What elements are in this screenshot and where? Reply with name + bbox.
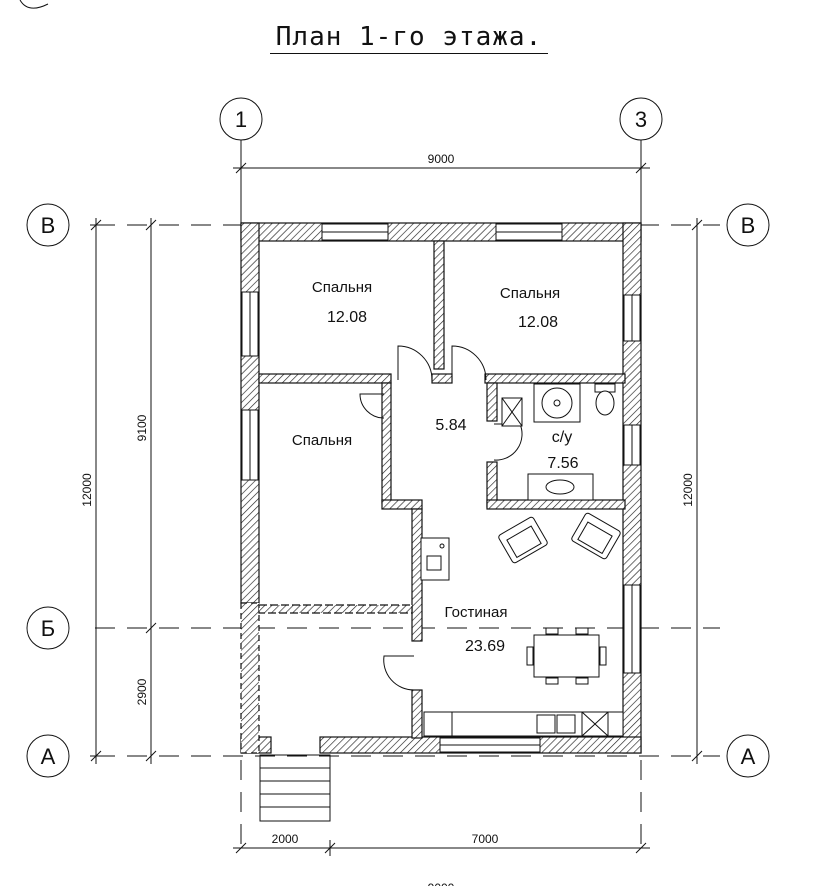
dim-right-outer: 12000 <box>681 473 695 507</box>
axis-label-v-left: В <box>41 213 56 238</box>
bathroom-fixtures <box>501 383 616 501</box>
corner-arc <box>19 0 49 9</box>
axis-label-b-left: Б <box>41 616 55 641</box>
armchairs <box>498 512 621 564</box>
axis-bubble-b-left: Б <box>26 606 70 650</box>
axis-bubble-v-right: В <box>726 203 770 247</box>
interior-walls <box>258 240 626 739</box>
dim-top-total: 9000 <box>428 152 455 166</box>
dimension-top: 9000 <box>233 152 650 174</box>
bedroom-1-area: 12.08 <box>327 309 367 326</box>
axis-bubble-a-right: А <box>726 734 770 778</box>
dim-left-lower: 2900 <box>135 678 149 705</box>
axis-bubble-3: 3 <box>619 97 663 141</box>
plan-title: План 1-го этажа. <box>0 22 818 54</box>
bedroom-2-name: Спальня <box>500 285 560 302</box>
dimension-bottom: 2000 7000 9000 <box>233 832 650 886</box>
axis-bubble-1: 1 <box>219 97 263 141</box>
kitchen-counter <box>423 711 624 737</box>
stove <box>420 537 450 581</box>
axis-label-v-right: В <box>741 213 756 238</box>
axis-label-a-right: А <box>741 744 756 769</box>
dimension-left-inner: 9100 2900 <box>135 218 157 764</box>
dimension-right: 12000 <box>681 218 703 764</box>
dimension-left-outer: 12000 <box>80 218 106 764</box>
windows <box>241 223 641 753</box>
bedroom-3-name: Спальня <box>292 432 352 449</box>
hall-area: 5.84 <box>435 417 466 434</box>
dim-bottom-right: 7000 <box>472 832 499 846</box>
dim-left-outer: 12000 <box>80 473 94 507</box>
dining-table <box>526 627 607 685</box>
axis-bubble-a-left: А <box>26 734 70 778</box>
axis-label-1: 1 <box>235 107 247 132</box>
dim-bottom-left: 2000 <box>272 832 299 846</box>
axis-label-3: 3 <box>635 107 647 132</box>
dim-left-upper: 9100 <box>135 414 149 441</box>
entrance-steps <box>259 754 331 822</box>
bedroom-1-name: Спальня <box>312 279 372 296</box>
axis-label-a-left: А <box>41 744 56 769</box>
bathroom-area: 7.56 <box>547 455 578 472</box>
bathroom-name: с/у <box>552 429 572 446</box>
room-labels: Спальня 12.08 Спальня 12.08 Спальня 5.84… <box>292 279 579 655</box>
axis-bubble-v-left: В <box>26 203 70 247</box>
bedroom-2-area: 12.08 <box>518 314 558 331</box>
dim-bottom-total: 9000 <box>428 881 455 886</box>
doors <box>359 345 523 691</box>
living-room-area: 23.69 <box>465 638 505 655</box>
living-room-name: Гостиная <box>445 604 508 621</box>
